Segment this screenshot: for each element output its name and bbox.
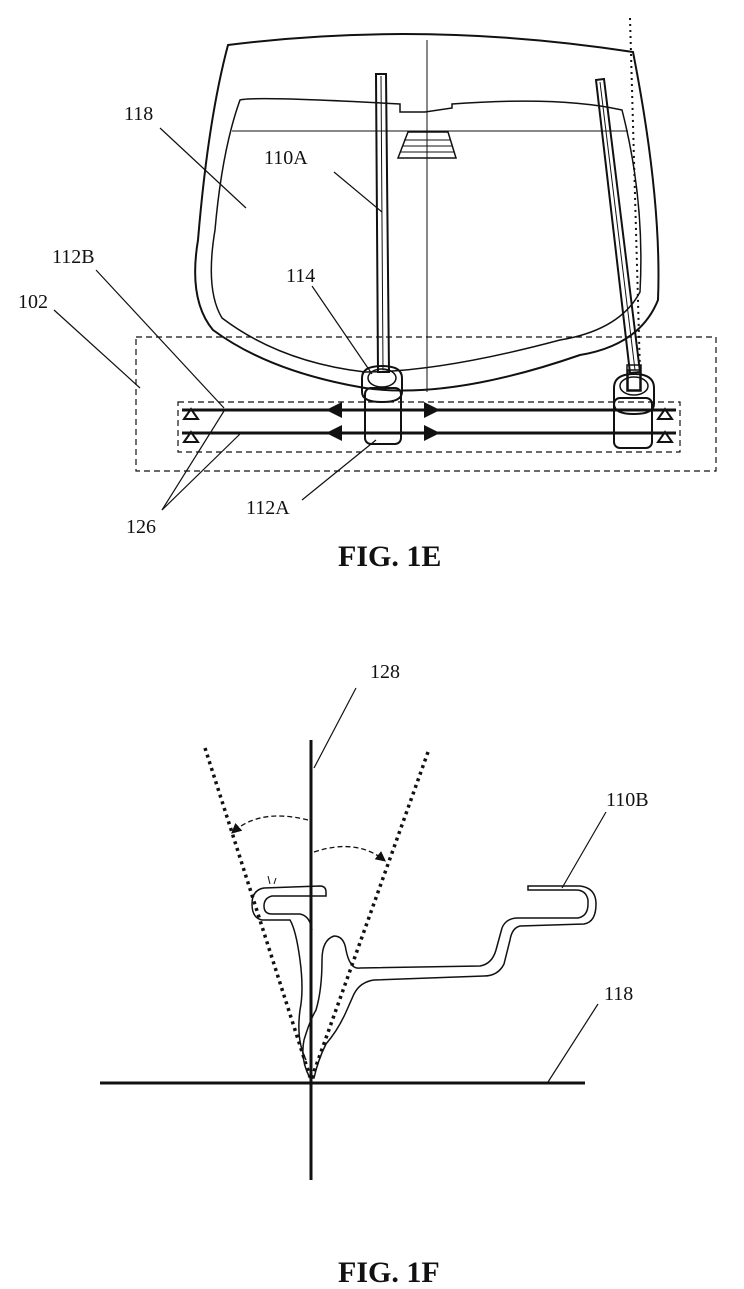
leader-118-1f — [547, 1003, 599, 1083]
mirror-mount — [396, 131, 458, 159]
ref-label-126: 126 — [126, 516, 156, 538]
angle-arc-right — [313, 846, 387, 862]
ref-label-112a: 112A — [246, 497, 290, 519]
leader-110b — [561, 811, 607, 889]
figure-1f: 128 110B 118 FIG. 1F — [100, 661, 649, 1289]
leader-128 — [313, 687, 357, 769]
wiper-blade-110a-core — [380, 75, 384, 371]
rail-end-triangle — [182, 407, 200, 420]
ref-label-110b: 110B — [606, 789, 649, 811]
dotted-angle-line-right — [309, 751, 430, 1081]
rail-end-triangle — [656, 407, 674, 420]
ref-label-118-1f: 118 — [604, 983, 633, 1005]
carriage-112a — [364, 387, 402, 445]
windshield-outline — [194, 33, 660, 392]
leader-126b — [161, 433, 241, 511]
pivot-114 — [361, 364, 403, 404]
ref-label-128: 128 — [370, 661, 400, 683]
movement-arrows — [326, 402, 440, 441]
pivot-right — [613, 372, 655, 416]
ref-label-114: 114 — [286, 265, 315, 287]
rail-end-triangle — [182, 430, 200, 443]
carriage-right — [613, 397, 653, 449]
pivot-right-cap — [619, 376, 649, 396]
figure-1e: 118 110A 112B 102 114 112A 126 FIG. 1E — [18, 17, 717, 573]
ref-label-118: 118 — [124, 103, 153, 125]
wiper-profile-110b-hook — [251, 885, 327, 1061]
wiper-blade-110a — [374, 73, 391, 373]
figure-caption-1e: FIG. 1E — [338, 540, 441, 573]
wiper-system-box-102 — [135, 336, 717, 472]
leader-102 — [53, 309, 141, 389]
leader-114 — [311, 285, 373, 375]
ref-label-112b: 112B — [52, 246, 95, 268]
wiper-blade-right-core — [599, 81, 636, 371]
windshield-inner-glass-clear — [224, 116, 632, 356]
dotted-reference-line — [629, 17, 641, 373]
wiper-profile-110b — [302, 885, 597, 1079]
leader-118 — [159, 127, 247, 209]
leader-126a — [161, 410, 225, 511]
rail-end-triangle — [656, 430, 674, 443]
figure-caption-1f: FIG. 1F — [338, 1256, 440, 1284]
dotted-angle-line-left — [203, 747, 313, 1081]
leader-112a — [301, 439, 377, 501]
ref-label-102: 102 — [18, 291, 48, 313]
windshield-glass-118 — [210, 97, 642, 373]
wiper-arm-right-base — [627, 369, 641, 391]
ref-label-110a: 110A — [264, 147, 308, 169]
leader-110a — [333, 171, 383, 213]
wiper-profile-110b-inner — [267, 875, 277, 885]
pivot-114-cap — [367, 368, 397, 388]
leader-112b — [95, 269, 225, 409]
angle-arc-left — [231, 815, 309, 834]
